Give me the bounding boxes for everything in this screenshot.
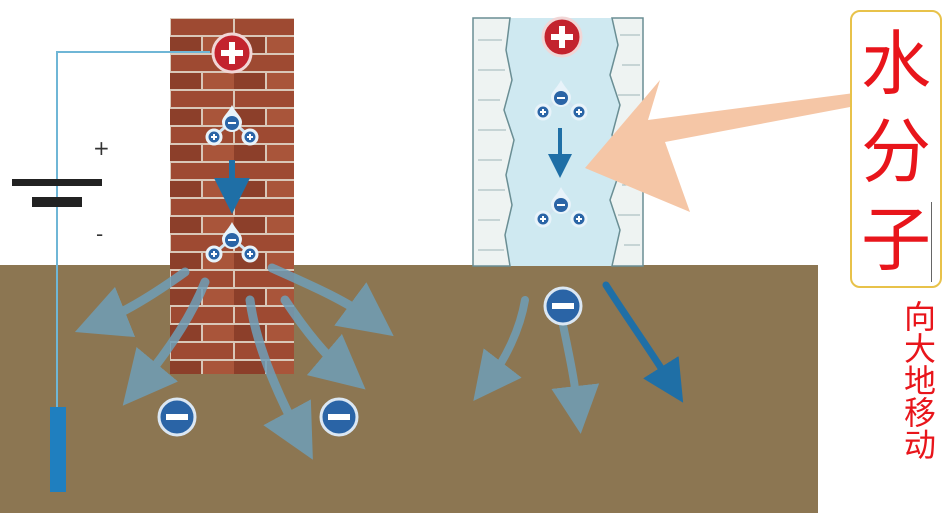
minus-ion-icon [543, 286, 583, 326]
move-to-ground-label: 向大地移动 [899, 300, 937, 460]
minus-ion-icon [319, 397, 359, 437]
plus-ion-icon [541, 16, 583, 58]
flow-arrows-left [74, 263, 394, 460]
text-cursor [931, 202, 932, 282]
battery-minus-label: - [96, 222, 104, 246]
callout-char-2: 分 [861, 111, 931, 193]
soil-ground [0, 265, 818, 513]
minus-ion-icon [157, 397, 197, 437]
water-molecule-callout: 水 分 子 [850, 10, 942, 288]
battery-plus-label: + [93, 136, 110, 160]
battery [12, 51, 210, 490]
callout-char-3: 子 [861, 199, 931, 281]
callout-char-1: 水 [861, 23, 931, 105]
pointer-arrow [585, 80, 866, 212]
ground-electrode [50, 407, 66, 492]
plus-ion-icon [211, 32, 253, 74]
flow-arrows-right [473, 281, 684, 434]
